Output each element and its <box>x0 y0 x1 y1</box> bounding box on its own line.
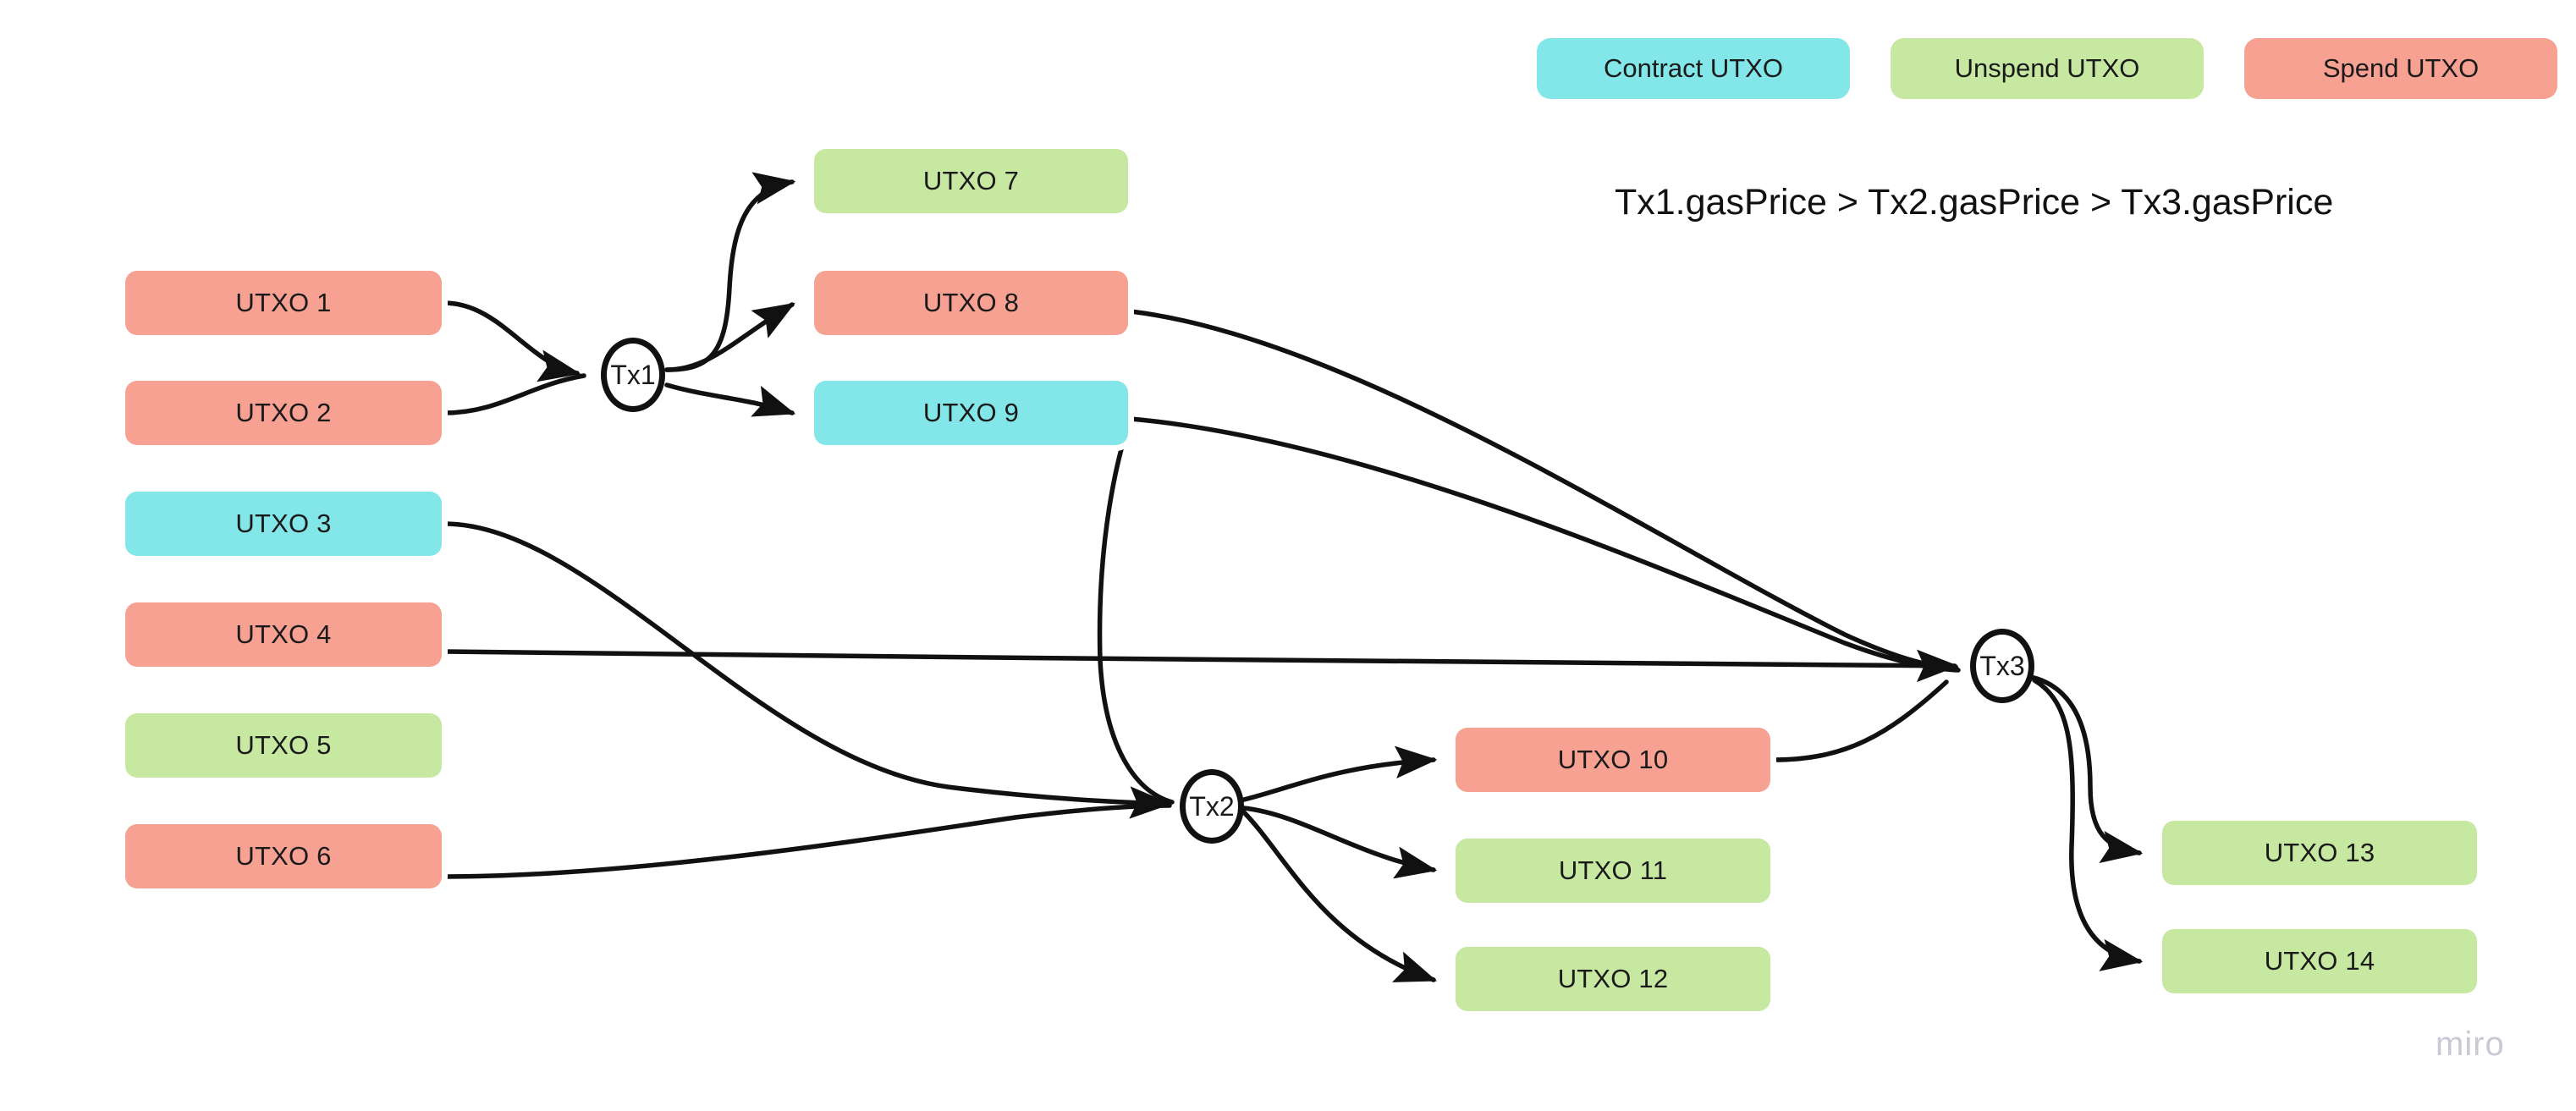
legend-item-label: Contract UTXO <box>1604 53 1783 83</box>
utxo-label: UTXO 11 <box>1558 855 1668 885</box>
miro-watermark: miro <box>2436 1026 2505 1063</box>
edge-tx2-to-utxo11 <box>1241 806 1438 879</box>
tx-node-label: Tx2 <box>1189 790 1235 822</box>
utxo-box-utxo14[interactable]: UTXO 14 <box>2162 929 2477 993</box>
utxo-label: UTXO 9 <box>922 398 1020 427</box>
utxo-label: UTXO 12 <box>1557 964 1669 993</box>
edge-paths <box>442 172 2144 982</box>
edge-utxo2-to-tx1 <box>442 373 586 415</box>
edge-tx3-to-utxo14 <box>2032 678 2144 971</box>
legend-item-1[interactable]: Unspend UTXO <box>1891 38 2204 99</box>
edge-tx2-to-utxo10 <box>1241 745 1438 802</box>
edge-utxo1-to-tx1 <box>442 300 581 382</box>
utxo-label: UTXO 5 <box>235 730 332 760</box>
edge-tx1-to-utxo8 <box>664 302 795 372</box>
legend-item-label: Spend UTXO <box>2322 53 2480 83</box>
edge-tx1-to-utxo9 <box>664 382 796 417</box>
utxo-box-utxo3[interactable]: UTXO 3 <box>125 492 442 556</box>
edge-utxo4-to-tx3 <box>442 649 1959 683</box>
utxo-box-utxo11[interactable]: UTXO 11 <box>1456 839 1770 903</box>
tx-node-label: Tx1 <box>610 359 656 390</box>
utxo-box-utxo6[interactable]: UTXO 6 <box>125 824 442 888</box>
edge-tx2-to-utxo12 <box>1240 808 1438 982</box>
edge-tx3-to-utxo13 <box>2028 674 2144 863</box>
utxo-label: UTXO 7 <box>922 166 1020 195</box>
edge-utxo6-to-tx2 <box>442 803 1172 879</box>
edge-utxo9-to-tx2 <box>1097 416 1175 805</box>
edge-tx1-to-utxo7 <box>664 172 796 372</box>
edge-utxo9-to-tx3 <box>1128 416 1961 673</box>
utxo-box-utxo12[interactable]: UTXO 12 <box>1456 947 1770 1011</box>
legend-item-label: Unspend UTXO <box>1954 53 2140 83</box>
tx-node-tx1[interactable]: Tx1 <box>601 338 665 412</box>
tx-node-tx2[interactable]: Tx2 <box>1180 769 1244 844</box>
utxo-box-utxo9[interactable]: UTXO 9 <box>814 381 1128 445</box>
gas-price-formula: Tx1.gasPrice > Tx2.gasPrice > Tx3.gasPri… <box>1615 182 2334 223</box>
edge-utxo8-to-tx3 <box>1128 309 1959 671</box>
utxo-box-utxo4[interactable]: UTXO 4 <box>125 602 442 667</box>
legend-item-0[interactable]: Contract UTXO <box>1537 38 1850 99</box>
utxo-box-utxo8[interactable]: UTXO 8 <box>814 271 1128 335</box>
utxo-label: UTXO 8 <box>922 288 1020 317</box>
utxo-box-utxo5[interactable]: UTXO 5 <box>125 713 442 778</box>
utxo-label: UTXO 13 <box>2264 838 2375 867</box>
utxo-label: UTXO 14 <box>2264 946 2375 976</box>
utxo-box-utxo2[interactable]: UTXO 2 <box>125 381 442 445</box>
utxo-label: UTXO 10 <box>1557 745 1669 774</box>
utxo-label: UTXO 2 <box>235 398 332 427</box>
utxo-box-utxo10[interactable]: UTXO 10 <box>1456 728 1770 792</box>
utxo-box-utxo1[interactable]: UTXO 1 <box>125 271 442 335</box>
edge-utxo3-to-tx2 <box>442 521 1172 819</box>
tx-node-label: Tx3 <box>1979 650 2025 681</box>
legend-item-2[interactable]: Spend UTXO <box>2244 38 2557 99</box>
utxo-label: UTXO 4 <box>235 619 332 649</box>
utxo-box-utxo7[interactable]: UTXO 7 <box>814 149 1128 213</box>
edge-utxo10-to-tx3 <box>1770 679 1949 762</box>
utxo-label: UTXO 3 <box>235 509 332 538</box>
utxo-box-utxo13[interactable]: UTXO 13 <box>2162 821 2477 885</box>
utxo-label: UTXO 1 <box>235 288 332 317</box>
tx-node-tx3[interactable]: Tx3 <box>1970 629 2034 703</box>
utxo-label: UTXO 6 <box>235 841 332 871</box>
